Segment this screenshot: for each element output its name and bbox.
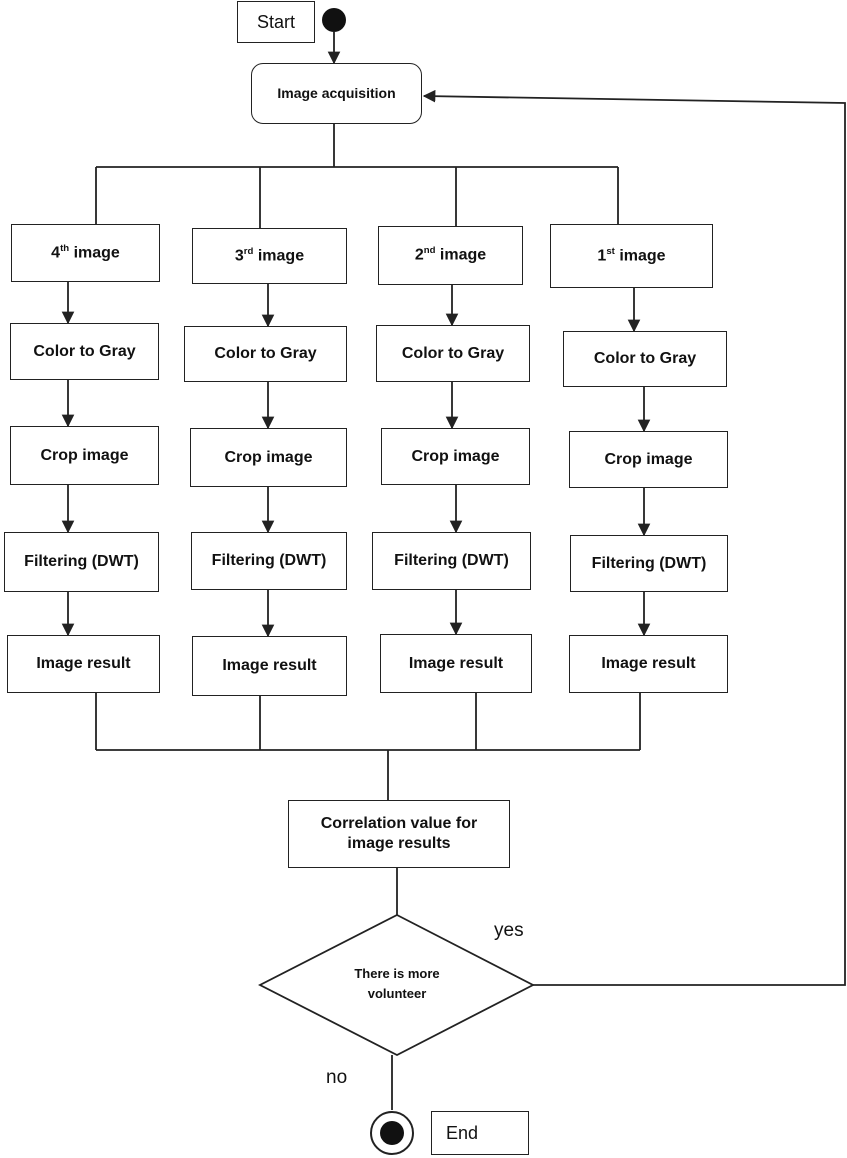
filter-box-col4: Filtering (DWT) bbox=[4, 532, 159, 592]
result-label-col3: Image result bbox=[222, 657, 317, 674]
result-label-col1: Image result bbox=[601, 655, 696, 672]
end-label-box: End bbox=[431, 1111, 529, 1155]
end-node-core bbox=[380, 1121, 404, 1145]
image-box-col4: 4th image bbox=[11, 224, 160, 282]
decision-line1: There is more bbox=[354, 966, 440, 981]
image-label-col2: 2nd image bbox=[414, 245, 487, 264]
image-box-col3: 3rd image bbox=[192, 228, 347, 284]
gray-box-col4: Color to Gray bbox=[10, 323, 159, 380]
crop-box-col2: Crop image bbox=[381, 428, 530, 485]
yes-loop-connector bbox=[422, 89, 846, 986]
gray-label-col2: Color to Gray bbox=[401, 344, 505, 362]
filter-box-col1: Filtering (DWT) bbox=[570, 535, 728, 592]
start-label: Start bbox=[256, 11, 295, 32]
crop-box-col4: Crop image bbox=[10, 426, 159, 485]
decision-label: There is more volunteer bbox=[307, 964, 487, 1003]
decision-line2: volunteer bbox=[367, 985, 427, 1001]
correlation-line2: image results bbox=[347, 835, 451, 852]
gray-label-col1: Color to Gray bbox=[593, 350, 697, 367]
gray-label-col3: Color to Gray bbox=[214, 345, 317, 362]
filter-label-col4: Filtering (DWT) bbox=[24, 553, 139, 570]
correlation-line1: Correlation value for bbox=[320, 815, 478, 832]
yes-label: yes bbox=[494, 920, 524, 941]
crop-label-col4: Crop image bbox=[40, 446, 129, 464]
decision-diamond bbox=[258, 913, 535, 1057]
result-box-col3: Image result bbox=[192, 636, 347, 696]
filter-label-col1: Filtering (DWT) bbox=[591, 554, 707, 572]
gray-box-col3: Color to Gray bbox=[184, 326, 347, 382]
gray-box-col1: Color to Gray bbox=[563, 331, 727, 387]
image-label-col4: 4th image bbox=[51, 242, 120, 262]
result-box-col1: Image result bbox=[569, 635, 728, 693]
crop-box-col1: Crop image bbox=[569, 431, 728, 488]
result-label-col4: Image result bbox=[36, 655, 131, 672]
image-label-col3: 3rd image bbox=[234, 245, 305, 265]
filter-label-col3: Filtering (DWT) bbox=[211, 552, 327, 569]
crop-label-col3: Crop image bbox=[224, 448, 313, 466]
filter-label-col2: Filtering (DWT) bbox=[394, 552, 509, 569]
crop-box-col3: Crop image bbox=[190, 428, 347, 487]
filter-box-col2: Filtering (DWT) bbox=[372, 532, 531, 590]
crop-label-col1: Crop image bbox=[604, 450, 693, 468]
filter-box-col3: Filtering (DWT) bbox=[191, 532, 347, 590]
image-acquisition-label: Image acquisition bbox=[277, 84, 396, 101]
result-box-col4: Image result bbox=[7, 635, 160, 693]
gray-label-col4: Color to Gray bbox=[33, 342, 136, 360]
start-label-box: Start bbox=[237, 1, 315, 43]
result-box-col2: Image result bbox=[380, 634, 532, 693]
result-label-col2: Image result bbox=[408, 654, 504, 672]
start-node bbox=[322, 8, 346, 32]
gray-box-col2: Color to Gray bbox=[376, 325, 530, 382]
end-label: End bbox=[446, 1122, 479, 1143]
no-label: no bbox=[326, 1067, 348, 1088]
image-box-col2: 2nd image bbox=[378, 226, 523, 285]
image-label-col1: 1st image bbox=[597, 245, 666, 265]
image-acquisition-box: Image acquisition bbox=[251, 63, 422, 124]
correlation-box: Correlation value for image results bbox=[288, 800, 510, 868]
image-box-col1: 1st image bbox=[550, 224, 713, 288]
crop-label-col2: Crop image bbox=[411, 447, 500, 465]
